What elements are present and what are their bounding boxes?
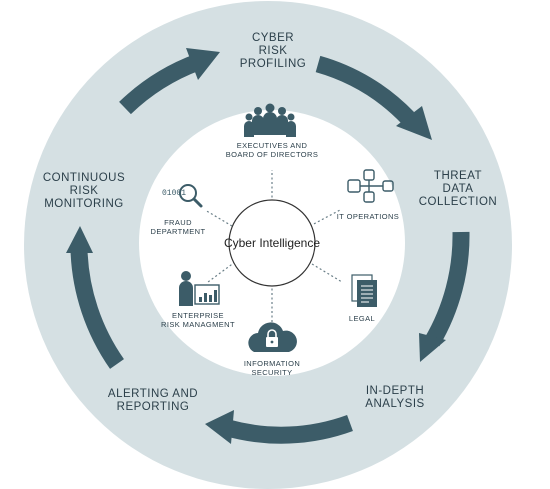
step-line: ANALYSIS [365,398,425,411]
stakeholder-line: BOARD OF DIRECTORS [225,149,319,159]
step-line: PROFILING [239,58,307,71]
network-diagram-icon [347,169,394,203]
step-line: RISK [69,185,99,198]
center-circle [228,199,316,287]
step-threat-data-collection: THREAT DATA COLLECTION [412,170,504,210]
stakeholder-line: INFORMATION [243,359,301,368]
stakeholder-line: FRAUD [164,218,192,227]
stakeholder-executives: EXECUTIVES AND BOARD OF DIRECTORS [212,141,332,159]
stakeholder-line: ENTERPRISE [172,311,224,320]
document-icon [351,274,377,307]
step-alerting-and-reporting: ALERTING AND REPORTING [103,388,203,414]
arrow-head-left [66,226,93,253]
stakeholder-line: DEPARTMENT [150,226,206,236]
step-line: MONITORING [44,198,124,211]
presenter-chart-icon [179,271,220,306]
step-line: ALERTING AND [107,388,199,400]
stakeholder-enterprise-risk: ENTERPRISE RISK MANAGMENT [146,311,250,329]
people-group-icon [244,103,296,137]
stakeholder-legal: LEGAL [340,314,384,324]
arrow-head-top-left [186,48,220,80]
stakeholder-line: RISK MANAGMENT [161,319,235,329]
cloud-lock-icon [248,322,297,352]
center-label: Cyber Intelligence [223,236,321,250]
arrow-heads [66,48,446,444]
arrow-bottom [225,414,353,444]
arrow-head-right [419,333,446,362]
step-in-depth-analysis: IN-DEPTH ANALYSIS [352,385,438,411]
step-line: COLLECTION [418,196,498,209]
arrow-right [424,231,470,347]
step-continuous-risk-monitoring: CONTINUOUS RISK MONITORING [34,172,134,212]
stakeholder-line: EXECUTIVES AND [236,141,308,150]
arrow-top-right [315,55,415,124]
connector-legal [311,263,343,283]
connector-enterprise-risk [207,261,236,283]
stakeholder-information-security: INFORMATION SECURITY [227,359,317,377]
arrow-left [70,249,125,369]
binary-digits: 01001 [162,189,186,198]
cycle-arrows [70,54,470,444]
stakeholder-fraud-department: FRAUD DEPARTMENT [142,218,214,236]
arrow-top-left [119,54,202,115]
step-line: CONTINUOUS [42,172,126,184]
stakeholder-line: IT OPERATIONS [336,212,400,221]
stakeholder-it-operations: IT OPERATIONS [328,212,408,222]
connector-it-operations [309,209,341,227]
connectors [204,170,343,322]
step-line: RISK [258,45,288,58]
arrow-head-top-right [396,106,432,140]
step-line: REPORTING [116,401,190,414]
step-line: CYBER [251,32,295,44]
step-line: IN-DEPTH [365,385,425,397]
step-cyber-risk-profiling: CYBER RISK PROFILING [233,32,313,72]
stakeholder-line: LEGAL [348,314,376,323]
connector-fraud [204,209,233,227]
step-line: DATA [442,183,474,196]
magnifier-binary-icon: 01001 [162,184,203,208]
arrow-head-bottom [205,410,234,444]
stakeholder-line: SECURITY [251,367,293,377]
step-line: THREAT [433,170,483,182]
